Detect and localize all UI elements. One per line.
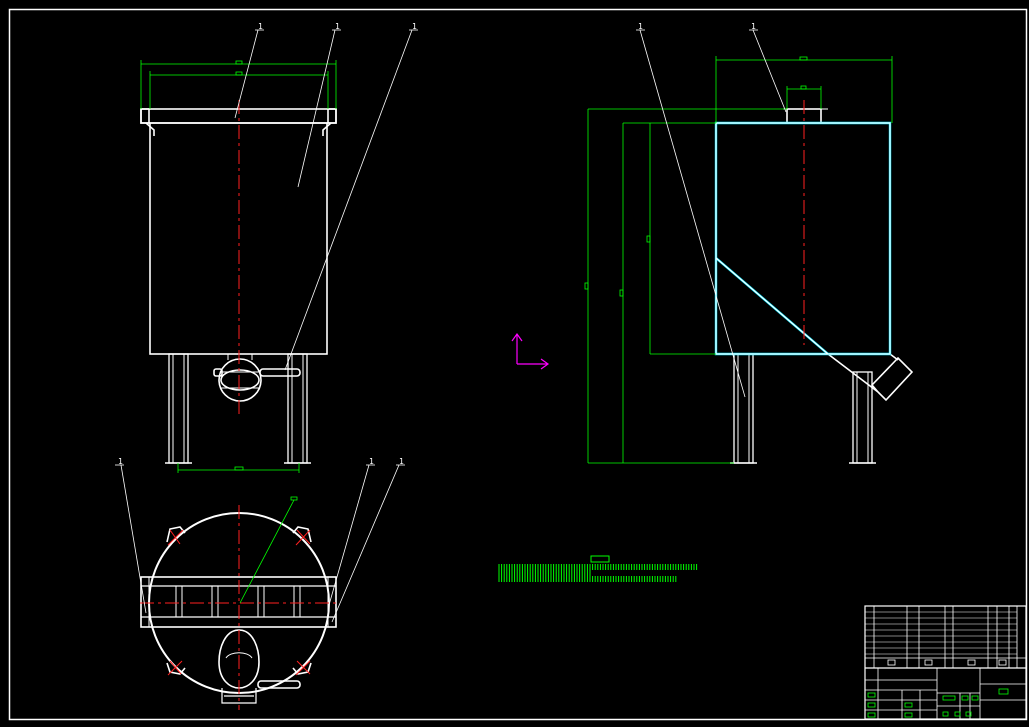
front-dimensions [140, 60, 337, 473]
top-leaders [115, 464, 405, 623]
top-beam-ribs [175, 586, 301, 617]
side-tank-body [714, 121, 892, 356]
side-dimensions [584, 56, 893, 464]
leader-number-side-2: 1 [751, 22, 756, 31]
top-centerlines [140, 505, 338, 710]
top-outlet-pipe [257, 680, 301, 689]
leader-number-front-2: 1 [335, 22, 340, 31]
top-lug-tr [292, 526, 312, 543]
side-leaders [636, 29, 787, 398]
ucs-axis-icon [511, 332, 550, 370]
front-leaders [234, 29, 418, 371]
leader-number-top-3: 1 [399, 457, 404, 466]
leader-number-side-1: 1 [638, 22, 643, 31]
front-outlet-circle [218, 358, 262, 402]
front-leg-right [287, 353, 308, 464]
title-block-marks [867, 659, 1009, 718]
side-discharge-chute [827, 353, 914, 402]
top-dimension [239, 496, 298, 604]
leader-number-top-1: 1 [118, 457, 123, 466]
front-flange-left-lip [140, 108, 150, 124]
title-block [864, 605, 1027, 720]
technical-notes [498, 555, 698, 582]
top-lug-br [292, 662, 312, 675]
leader-number-top-2: 1 [369, 457, 374, 466]
front-outlet-pipe-left [213, 368, 223, 377]
front-outlet-pipe-right [259, 368, 301, 377]
drawing-border [8, 8, 1028, 721]
leader-number-front-1: 1 [258, 22, 263, 31]
front-flange-right-lip [327, 108, 337, 124]
front-flange-left-bracket [145, 122, 155, 136]
side-view [730, 108, 914, 464]
front-flange-right-bracket [322, 122, 332, 136]
front-leg-left [168, 353, 189, 464]
leader-number-front-3: 1 [412, 22, 417, 31]
side-leg-left [733, 353, 754, 464]
top-lug-bl [166, 662, 186, 675]
